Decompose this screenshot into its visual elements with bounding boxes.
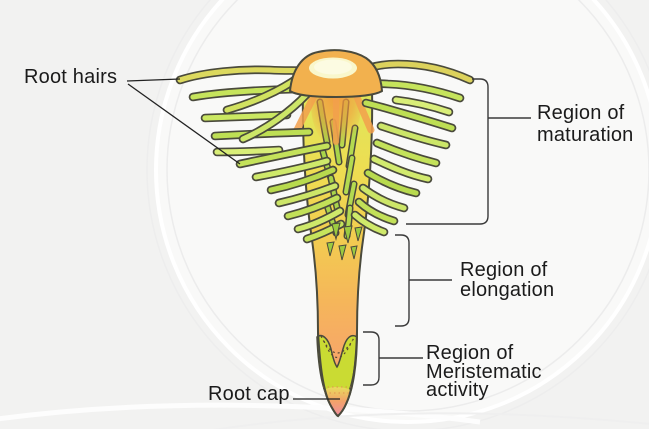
label-line: maturation bbox=[537, 124, 634, 146]
label-root-cap-text: Root cap bbox=[208, 383, 290, 405]
label-region-meristematic: Region of Meristematic activity bbox=[426, 342, 542, 401]
root-hairs-right bbox=[350, 59, 475, 237]
label-root-cap: Root cap bbox=[208, 384, 290, 405]
pointer-lines bbox=[126, 78, 340, 400]
label-line: activity bbox=[426, 379, 489, 401]
root-hair-spikes bbox=[326, 222, 363, 261]
label-line: Region of bbox=[537, 102, 625, 124]
root-dome bbox=[288, 49, 384, 99]
root-hairs-pointer-1 bbox=[126, 78, 181, 82]
root-tip bbox=[316, 331, 358, 418]
brackets bbox=[363, 78, 531, 386]
label-region-maturation: Region of maturation bbox=[537, 102, 634, 146]
label-line: Region of bbox=[426, 342, 514, 364]
label-line: elongation bbox=[460, 279, 555, 301]
label-line: Meristematic bbox=[426, 360, 542, 383]
label-region-elongation: Region of elongation bbox=[460, 260, 554, 300]
bracket-region-meristematic bbox=[363, 331, 423, 386]
bracket-region-maturation bbox=[406, 78, 531, 225]
label-line: Region of bbox=[460, 259, 548, 281]
root-hairs-pointer-2 bbox=[127, 83, 241, 165]
label-root-hairs: Root hairs bbox=[24, 67, 117, 88]
bracket-region-elongation bbox=[395, 234, 452, 327]
label-root-hairs-text: Root hairs bbox=[24, 66, 118, 88]
